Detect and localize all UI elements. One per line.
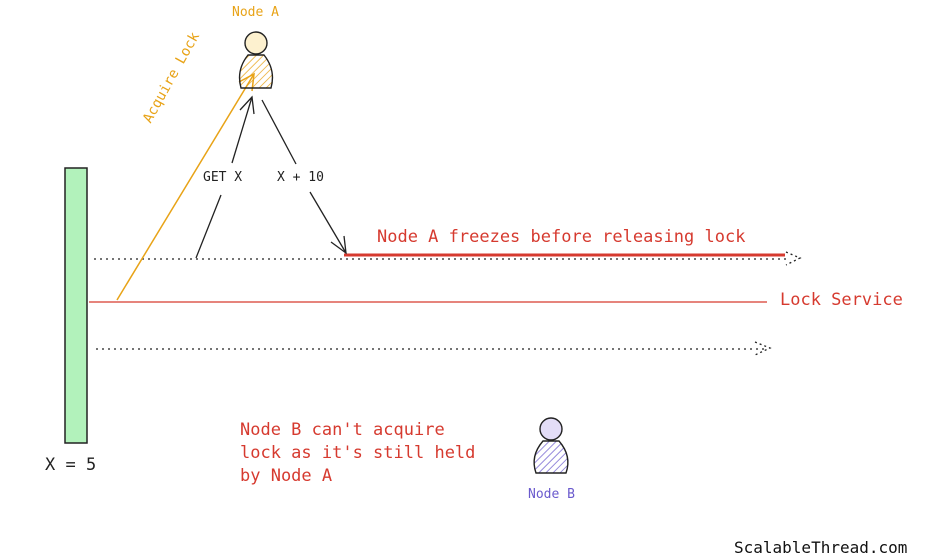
get-x-arrow [195,194,222,259]
node-a-timeline-arrowhead [785,251,802,266]
x-plus-10-arrow-upper [261,99,297,165]
x-plus-10-label: X + 10 [277,170,324,185]
node-a-label: Node A [232,5,279,20]
lock-service-label: Lock Service [780,290,903,310]
brand-watermark: ScalableThread.com [734,538,908,557]
node-b-label: Node B [528,487,575,502]
get-x-arrowhead [239,95,255,115]
get-x-label: GET X [203,170,243,185]
node-b-timeline-arrowhead [754,341,772,356]
node-b-message: Node B can't acquire lock as it's still … [240,420,476,486]
data-store-bar [64,167,88,444]
x-value-label: X = 5 [45,455,97,475]
x-plus-10-arrow-lower [309,191,347,254]
acquire-lock-arrow [116,73,255,301]
x-plus-10-arrowhead [330,235,347,255]
get-x-arrow-upper [231,96,253,164]
freeze-note: Node A freezes before releasing lock [377,227,746,247]
node-a-person-icon [238,31,274,89]
node-b-person-icon [533,417,569,474]
